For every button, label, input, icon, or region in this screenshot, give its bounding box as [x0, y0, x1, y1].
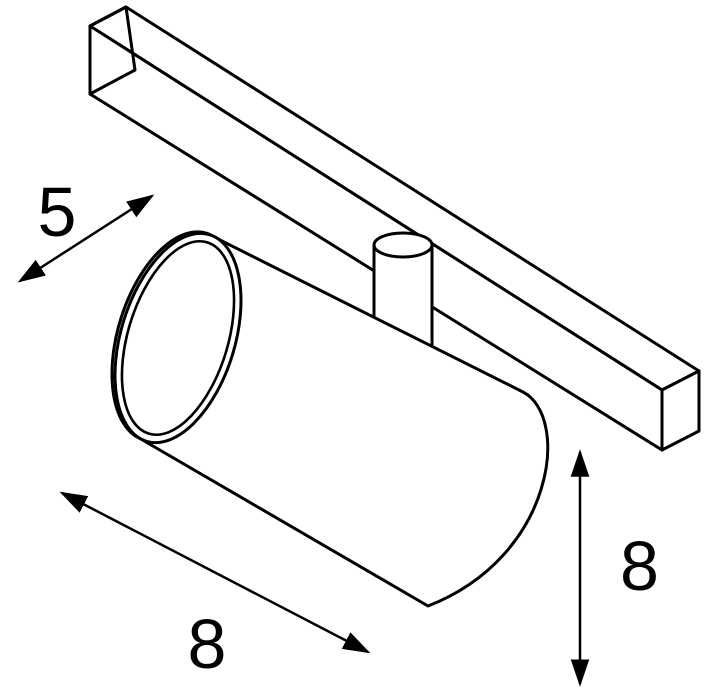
- dimension-track-depth: 5: [17, 173, 155, 283]
- track-rail-left-end: [88, 5, 137, 96]
- dimension-label-track-depth: 5: [38, 173, 77, 251]
- dimension-arrow-track-depth: [17, 194, 155, 283]
- mount-stem-cap: [372, 231, 434, 259]
- dimension-body-height: 8: [570, 449, 659, 687]
- track-rail: [88, 5, 701, 452]
- dimension-body-length: 8: [59, 491, 371, 683]
- lens-rim-inner: [120, 239, 236, 437]
- dimension-label-body-height: 8: [620, 527, 659, 605]
- spotlight-body: [110, 230, 550, 608]
- dimension-label-body-length: 8: [188, 605, 227, 683]
- track-rail-right-end: [660, 369, 701, 452]
- dimension-arrow-body-length: [59, 491, 371, 654]
